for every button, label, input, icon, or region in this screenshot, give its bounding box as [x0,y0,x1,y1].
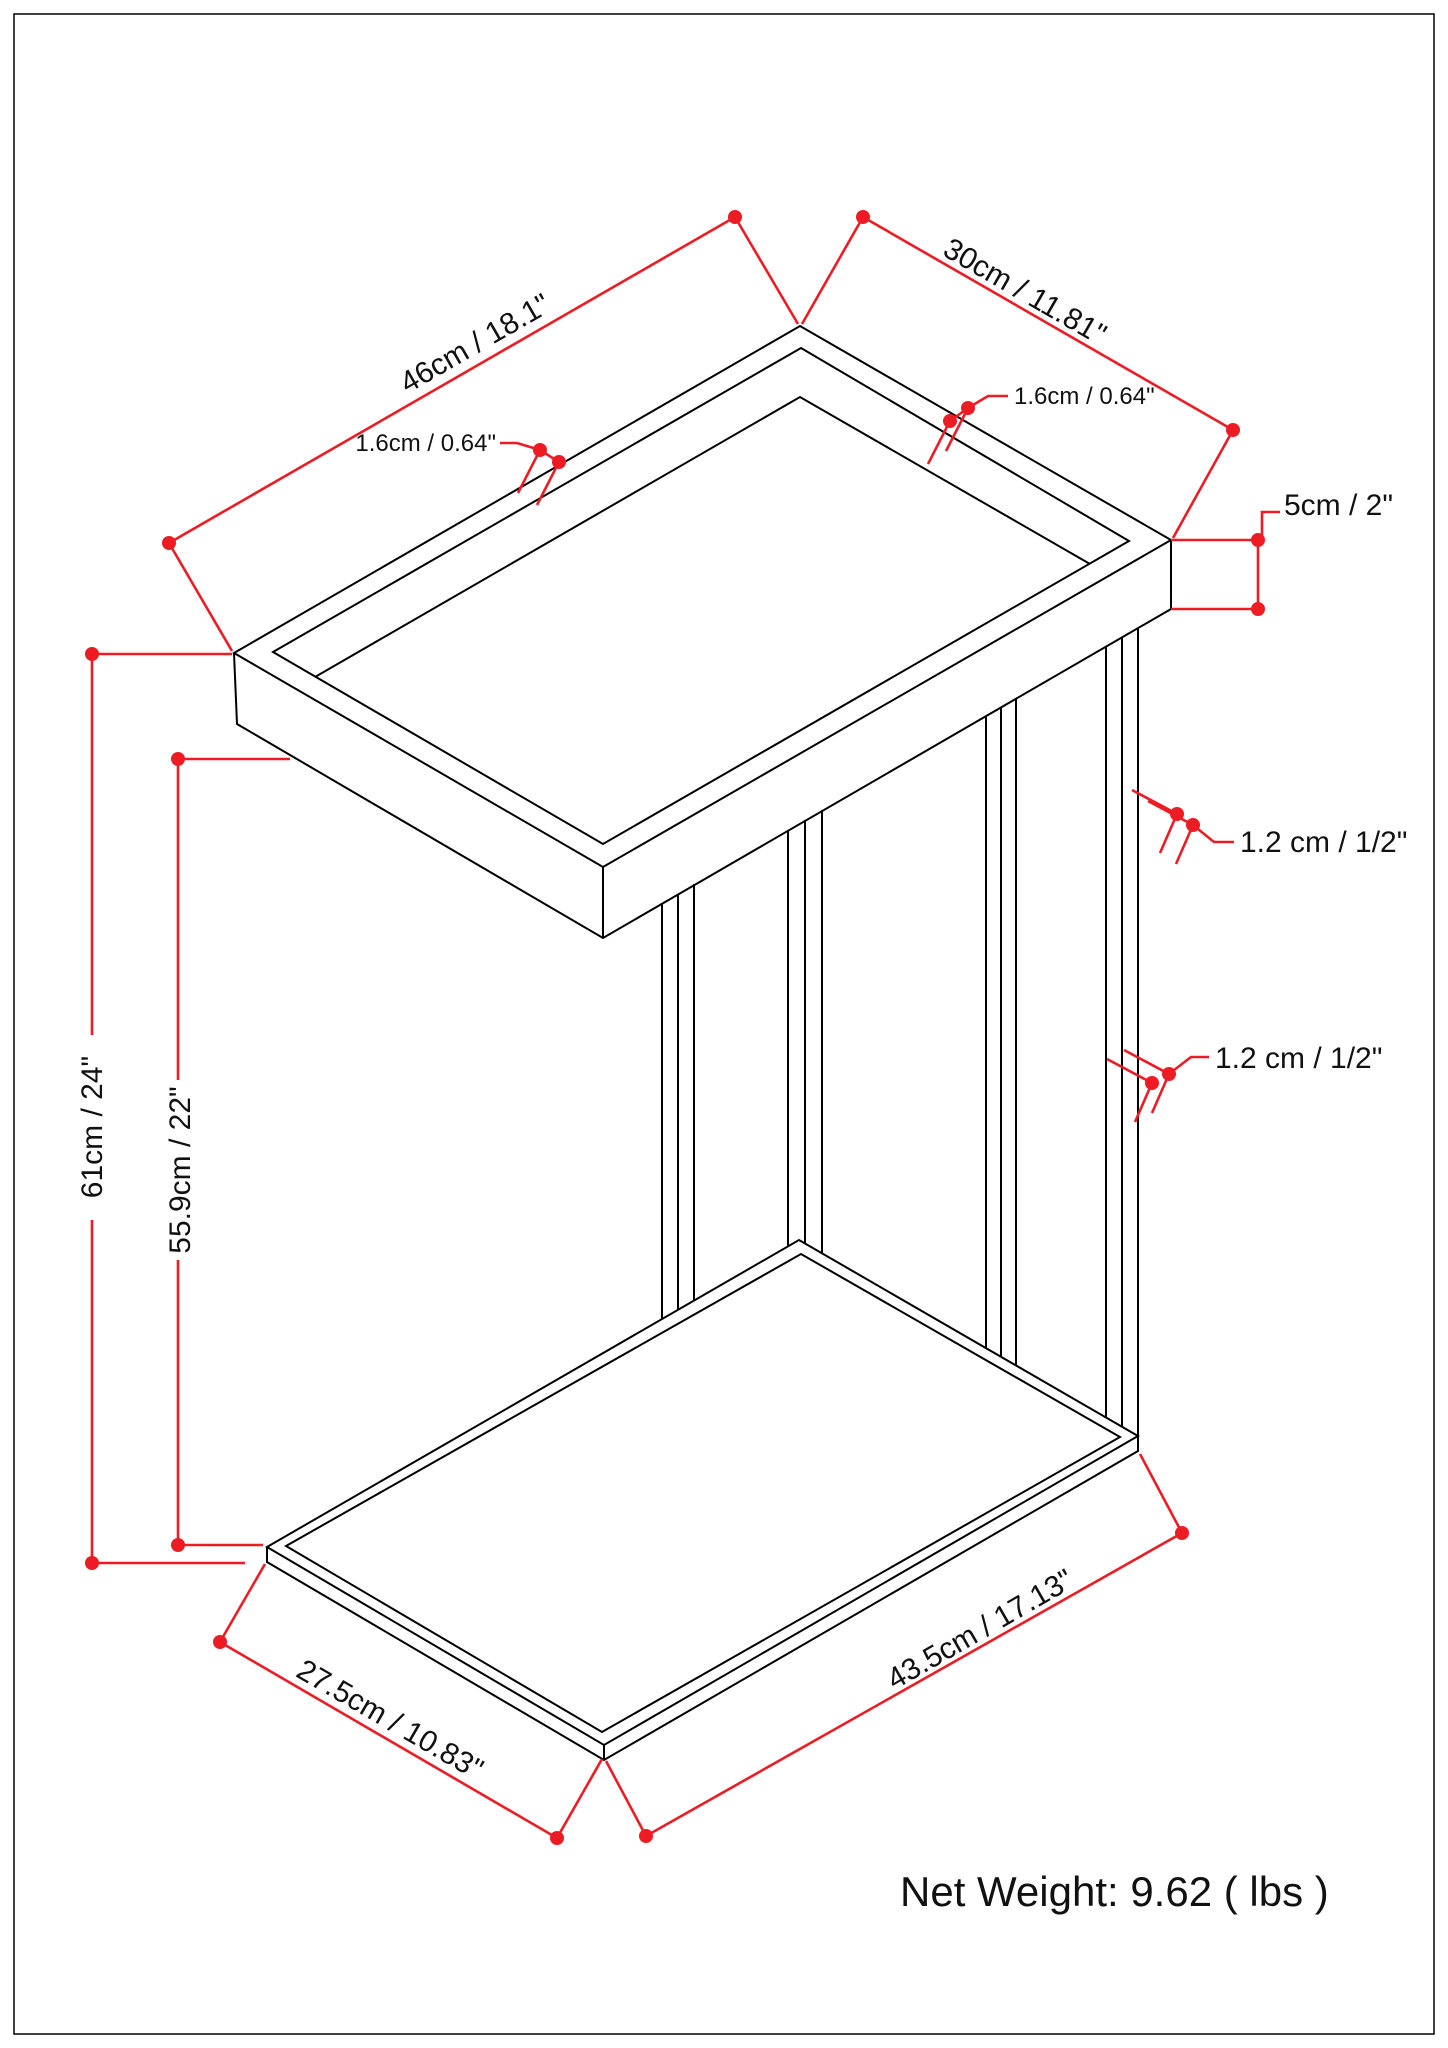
dim-top-width-label: 46cm / 18.1" [395,288,556,400]
dim-dot [162,536,176,550]
dim-dot [171,752,185,766]
dim-dot [1145,1076,1159,1090]
dim-dot [943,414,957,428]
tray-underside [233,540,1172,940]
tray-floor-edges [314,395,1091,678]
dim-base-width: 43.5cm / 17.13" [604,1453,1189,1843]
dim-dot [961,401,975,415]
post-right-inner [985,698,1017,1365]
dim-dot [85,1556,99,1570]
dim-rim-left: 1.6cm / 0.64" [355,430,566,506]
net-weight-label: Net Weight: 9.62 ( lbs ) [900,1868,1329,1915]
dim-tube-upper: 1.2 cm / 1/2" [1131,788,1407,865]
dim-clearance-height-label: 55.9cm / 22" [164,1086,197,1253]
dim-dot [213,1635,227,1649]
dim-dot [533,443,547,457]
dim-dot [639,1829,653,1843]
dim-tube-upper-label: 1.2 cm / 1/2" [1240,826,1407,859]
base-inner-rim [284,1252,1123,1734]
dim-dot [1251,533,1265,547]
dim-dot [552,455,566,469]
dim-dot [85,647,99,661]
dim-base-depth: 27.5cm / 10.83" [213,1563,604,1845]
dim-dot [1186,818,1200,832]
post-left-outer [661,884,695,1319]
dim-rim-right: 1.6cm / 0.64" [926,383,1155,465]
dim-dot [1170,807,1184,821]
dim-dot [1175,1526,1189,1540]
post-left-inner [787,810,823,1253]
dim-tray-height: 5cm / 2" [1171,489,1393,616]
base-outer-rim [265,1238,1140,1747]
tray-inner-rim [271,346,1131,846]
dim-rim-right-label: 1.6cm / 0.64" [1014,383,1155,410]
dim-clearance-height: 55.9cm / 22" [164,752,290,1552]
dim-tube-lower-label: 1.2 cm / 1/2" [1215,1042,1382,1075]
dim-dot [550,1831,564,1845]
dim-top-depth: 30cm / 11.81" [800,210,1240,539]
dim-base-depth-label: 27.5cm / 10.83" [291,1653,489,1786]
dim-total-height-label: 61cm / 24" [76,1056,109,1198]
dim-top-depth-label: 30cm / 11.81" [938,232,1112,352]
dim-dot [1251,602,1265,616]
dim-dot [728,210,742,224]
dim-dot [1226,423,1240,437]
table-line-drawing [232,324,1174,1762]
dim-tube-lower: 1.2 cm / 1/2" [1106,1042,1382,1123]
dim-dot [856,210,870,224]
dim-tray-height-label: 5cm / 2" [1284,489,1393,522]
post-right-outer [1105,628,1139,1436]
dim-dot [171,1538,185,1552]
dim-dot [1162,1067,1176,1081]
frame-posts [661,628,1139,1436]
dim-total-height: 61cm / 24" [76,647,245,1570]
dim-rim-left-label: 1.6cm / 0.64" [355,430,496,457]
page-border [13,13,1435,2035]
